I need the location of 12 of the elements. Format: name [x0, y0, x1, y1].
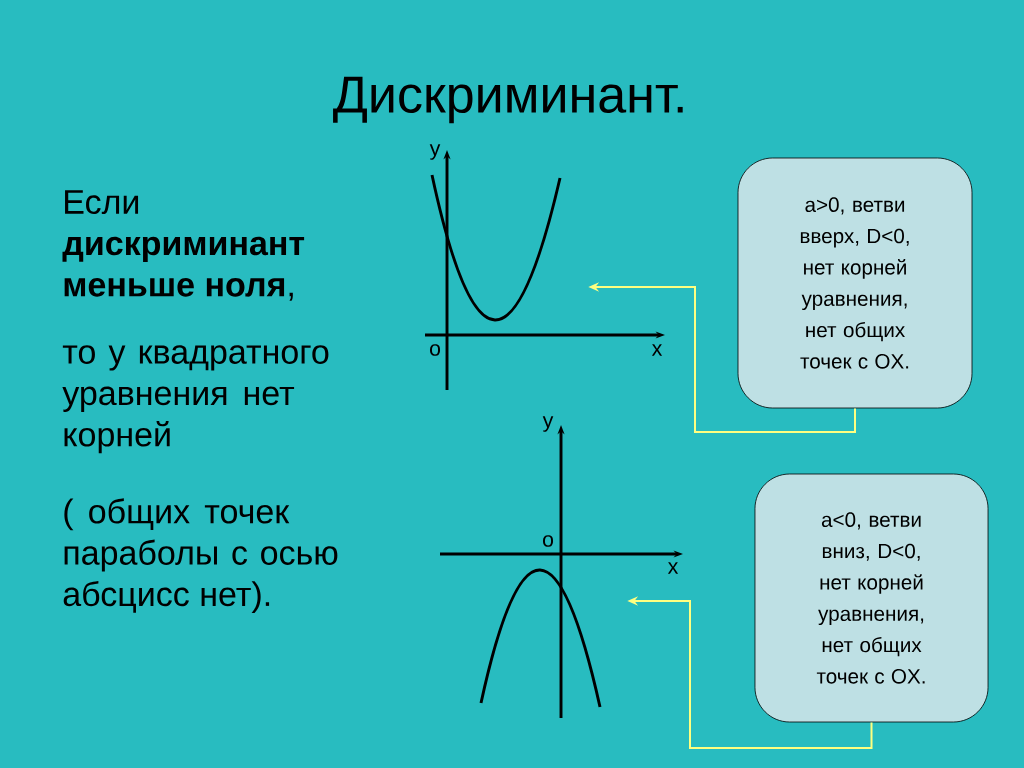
body-text: то у квадратного уравнения нет корней [62, 345, 329, 454]
axis-label: x [651, 344, 663, 356]
axis-label: o [429, 344, 441, 356]
axis-label: x [667, 562, 679, 574]
title: Дискриминант. [333, 76, 683, 124]
axis-label: o [542, 535, 554, 547]
callout-box: a>0, ветви вверх, D<0, нет корней уравнения, нет общих точек с OX. [737, 157, 973, 409]
body-text: ( общих точек параболы с осью абсцисс нет). [63, 498, 338, 613]
body-text: Если дискриминант меньше ноля, [62, 190, 305, 301]
callout-box: a<0, ветви вниз, D<0, нет корней уравнения, нет общих точек с OX. [754, 473, 989, 723]
axis-label: y [429, 144, 441, 160]
axis-label: y [542, 416, 554, 432]
